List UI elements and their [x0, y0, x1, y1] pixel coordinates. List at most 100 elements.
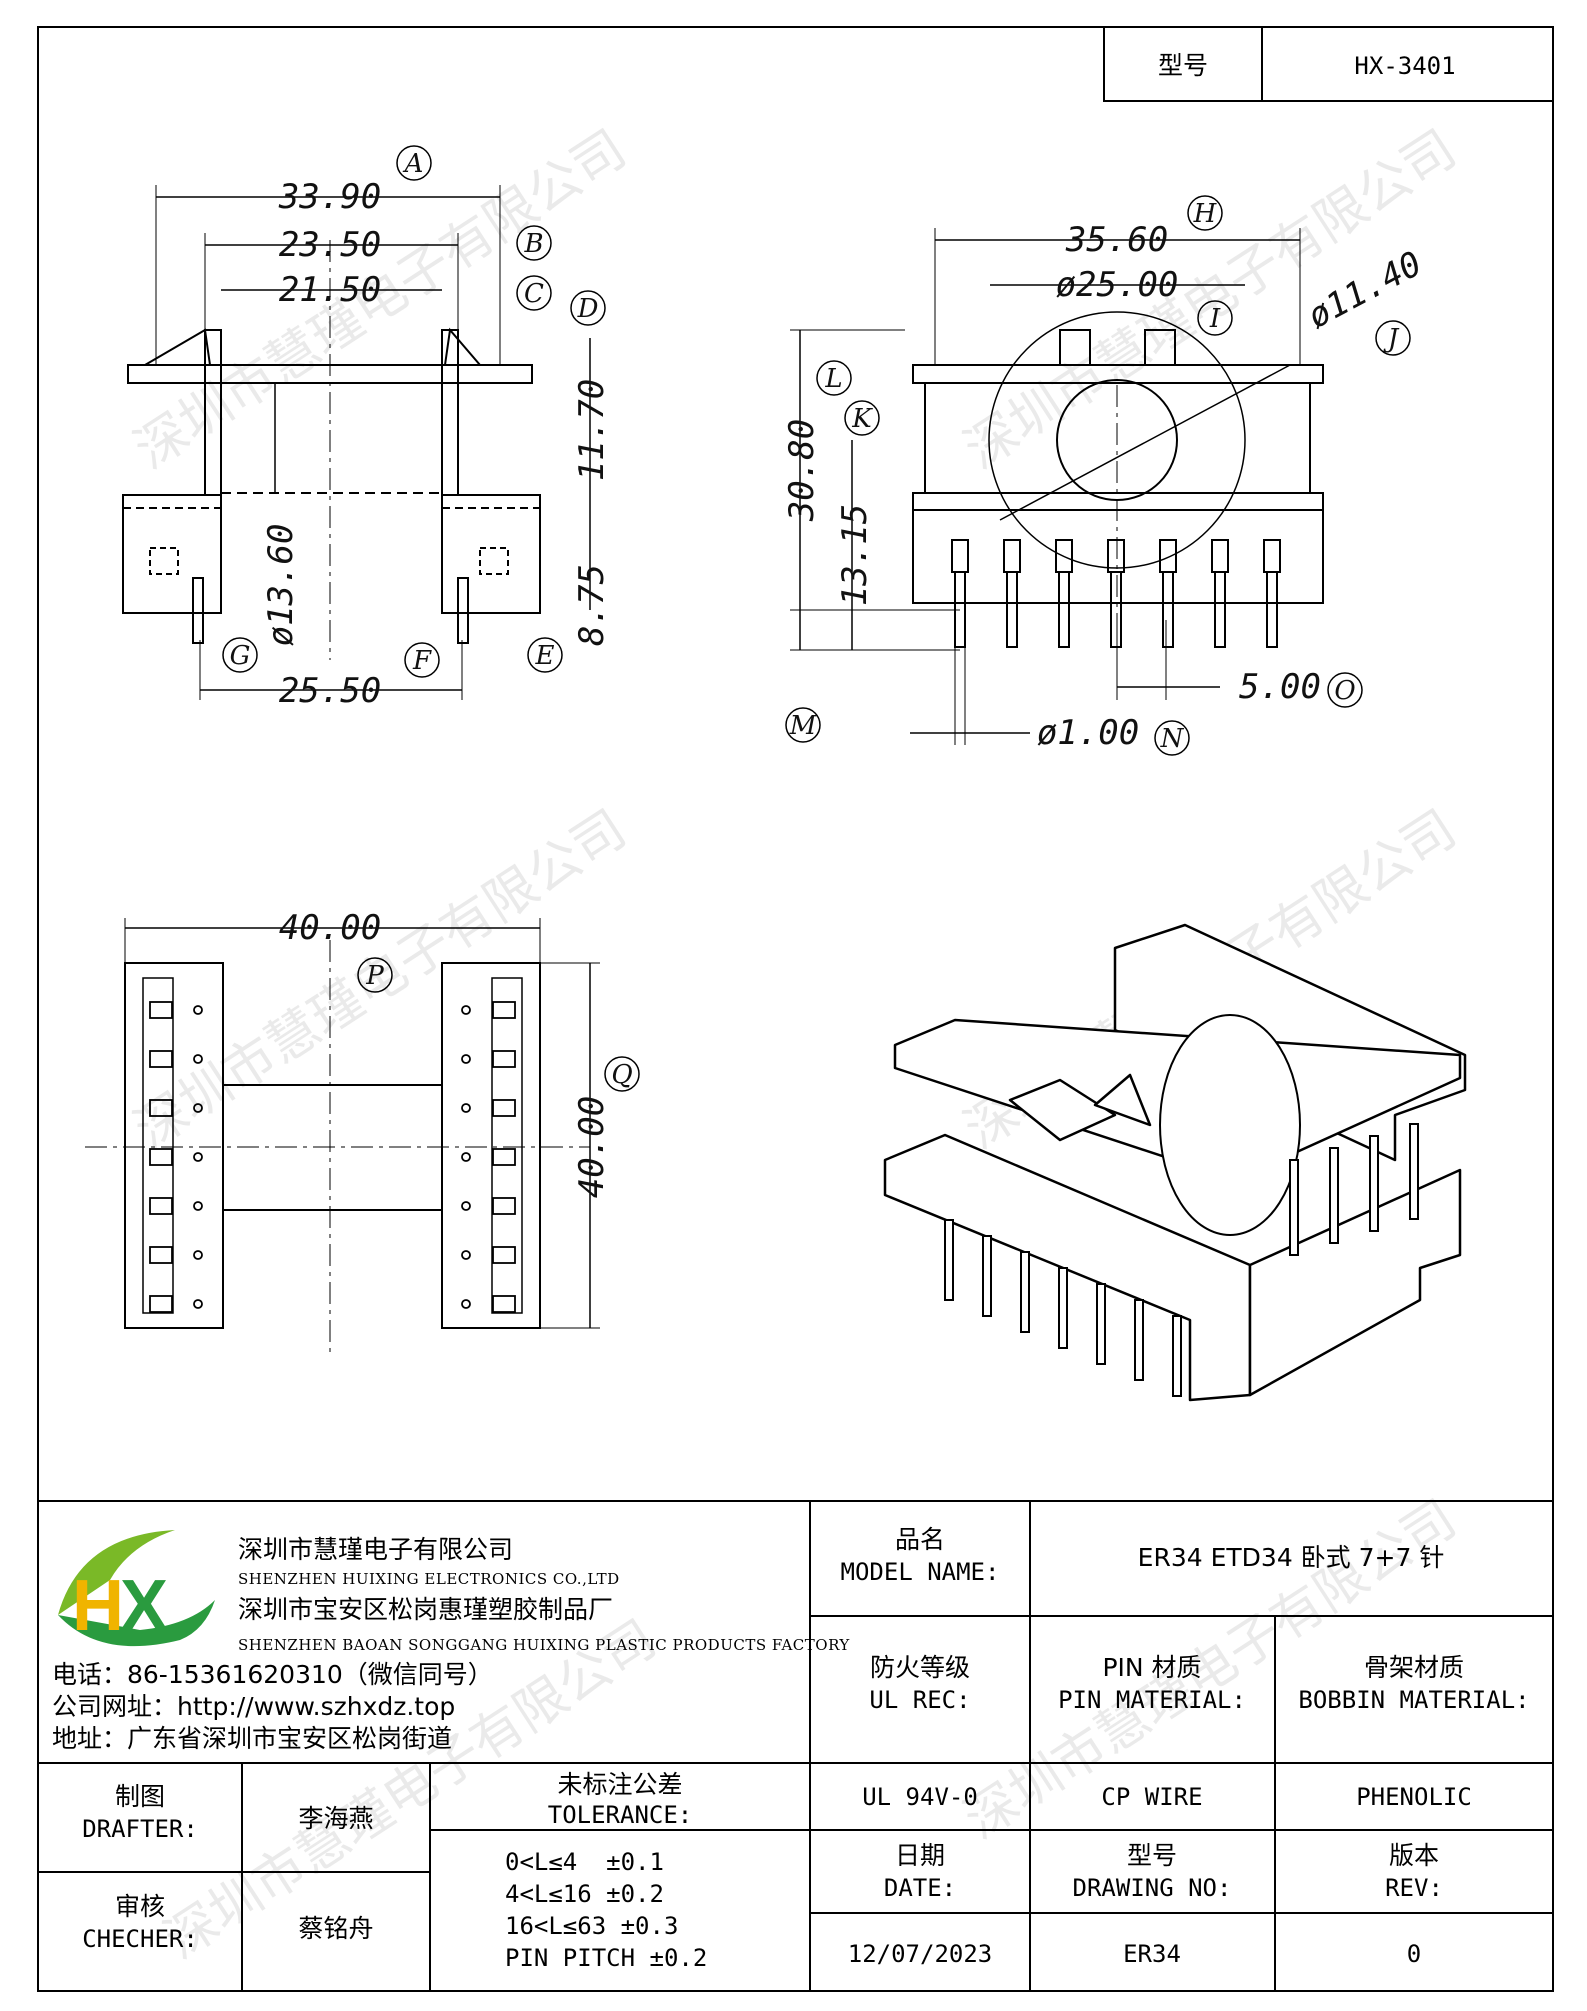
pin-material-en: PIN MATERIAL:	[1058, 1686, 1246, 1714]
tb-model-name: 品名 MODEL NAME: ER34 ETD34 卧式 7+7 针	[841, 1525, 1445, 1586]
drafter-value: 李海燕	[298, 1804, 373, 1833]
side-pin	[954, 571, 966, 648]
callout-letter-F: F	[412, 646, 432, 676]
dim-value-K: 13.15	[835, 504, 875, 606]
bottom-pin-hole	[193, 1152, 203, 1162]
bottom-pin-hole	[193, 1250, 203, 1260]
front-base-left	[122, 494, 222, 614]
bottom-pin-hole	[193, 1201, 203, 1211]
dim-value-A: 33.90	[278, 177, 381, 217]
bobbin-material-cn: 骨架材质	[1364, 1653, 1464, 1682]
callout-circle-I	[1197, 300, 1233, 336]
company-logo: H X	[58, 1530, 215, 1647]
side-view	[790, 228, 1324, 745]
callout-circle-O	[1327, 672, 1363, 708]
side-pin-socket	[1159, 539, 1177, 573]
front-slot-left	[149, 547, 179, 575]
dim-value-F: 25.50	[279, 671, 381, 711]
logo-letter-x: X	[120, 1566, 168, 1646]
iso-core-tube	[1159, 1014, 1301, 1236]
callout-letter-G: G	[230, 641, 251, 671]
model-name-cn: 品名	[895, 1525, 945, 1554]
side-pin	[1058, 571, 1070, 648]
callout-circle-P	[357, 957, 393, 993]
rev-cn: 版本	[1389, 1841, 1439, 1870]
date-cn: 日期	[895, 1841, 945, 1870]
side-pin-socket	[1211, 539, 1229, 573]
iso-pin-rear	[1329, 1147, 1339, 1244]
factory-name-en: SHENZHEN BAOAN SONGGANG HUIXING PLASTIC …	[238, 1636, 850, 1654]
iso-pin	[1020, 1251, 1030, 1333]
tolerance-cn: 未标注公差	[557, 1770, 682, 1799]
side-pin	[1006, 571, 1018, 648]
dim-value-Q: 40.00	[572, 1096, 612, 1198]
tolerance-en: TOLERANCE:	[548, 1801, 693, 1829]
bottom-pin-tab	[149, 1148, 173, 1166]
header-model-box: 型号 HX-3401	[1103, 26, 1554, 102]
company-phone: 电话：86-15361620310（微信同号）	[52, 1660, 493, 1689]
tb-material-values: UL 94V-0 CP WIRE PHENOLIC	[862, 1783, 1472, 1811]
bobbin-material-en: BOBBIN MATERIAL:	[1298, 1686, 1529, 1714]
dim-value-E: 8.75	[572, 564, 612, 646]
sheet-border	[37, 26, 1554, 1992]
bottom-pin-hole	[193, 1299, 203, 1309]
rev-value: 0	[1407, 1940, 1421, 1968]
bottom-pin-hole	[193, 1054, 203, 1064]
front-wall-right	[441, 329, 459, 496]
iso-latch-right	[1093, 1073, 1152, 1127]
bottom-view	[85, 918, 600, 1355]
callout-circle-B	[516, 225, 552, 261]
tolerance-line-1: 0<L≤4 ±0.1	[505, 1848, 664, 1876]
callout-letter-H: H	[1193, 199, 1218, 229]
bottom-pin-tab	[492, 1295, 516, 1313]
bottom-pin-tab	[149, 1001, 173, 1019]
side-pin	[1266, 571, 1278, 648]
logo-swoosh-bottom-icon	[58, 1600, 215, 1647]
tolerance-line-3: 16<L≤63 ±0.3	[505, 1912, 678, 1940]
tb-date-rev: 日期 DATE: 型号 DRAWING NO: 版本 REV: 12/07/20…	[848, 1841, 1443, 1968]
callout-letter-D: D	[577, 294, 599, 324]
company-name-cn: 深圳市慧瑾电子有限公司	[238, 1535, 513, 1564]
callout-letter-K: K	[851, 404, 873, 434]
side-pins	[951, 539, 1281, 648]
bottom-pin-hole	[461, 1299, 471, 1309]
callout-circle-J	[1375, 320, 1411, 356]
tb-material-headers: 防火等级 UL REC: PIN 材质 PIN MATERIAL: 骨架材质 B…	[869, 1653, 1529, 1714]
header-model-label: 型号	[1158, 51, 1208, 80]
checker-value: 蔡铭舟	[298, 1914, 373, 1943]
drawing-no-value: ER34	[1123, 1940, 1181, 1968]
callout-circle-D	[570, 290, 606, 326]
side-lower-body	[912, 492, 1324, 604]
callout-circle-H	[1187, 195, 1223, 231]
rev-en: REV:	[1385, 1874, 1443, 1902]
header-model-value: HX-3401	[1354, 52, 1455, 80]
callout-circle-G	[222, 637, 258, 673]
iso-pin	[982, 1235, 992, 1317]
side-pin	[1162, 571, 1174, 648]
tb-tolerance: 未标注公差 TOLERANCE: 0<L≤4 ±0.1 4<L≤16 ±0.2 …	[505, 1770, 707, 1972]
front-pin-left	[192, 577, 204, 644]
ul-rec-en: UL REC:	[869, 1686, 970, 1714]
ul-rec-value: UL 94V-0	[862, 1783, 978, 1811]
date-en: DATE:	[884, 1874, 956, 1902]
side-pin	[1214, 571, 1226, 648]
side-latch-left	[1059, 329, 1091, 366]
pin-material-cn: PIN 材质	[1102, 1653, 1201, 1682]
drafter-cn: 制图	[115, 1782, 165, 1811]
bottom-pin-hole	[193, 1005, 203, 1015]
callout-letter-I: I	[1209, 304, 1221, 334]
date-value: 12/07/2023	[848, 1940, 993, 1968]
callout-circle-L	[816, 360, 852, 396]
bottom-pin-tab	[492, 1246, 516, 1264]
pin-material-value: CP WIRE	[1101, 1783, 1202, 1811]
bottom-rail-left-inner	[142, 977, 174, 1314]
callout-letter-Q: Q	[611, 1060, 632, 1090]
side-view-labels: 35.60 ø25.00 ø11.40 30.80 13.15 5.00 ø1.…	[782, 195, 1428, 756]
watermark-2: 深圳市慧瑾电子有限公司	[954, 119, 1466, 481]
tolerance-line-2: 4<L≤16 ±0.2	[505, 1880, 664, 1908]
iso-pin-rear	[1369, 1135, 1379, 1232]
dim-value-H: 35.60	[1065, 220, 1168, 260]
callout-circle-Q	[604, 1056, 640, 1092]
checker-en: CHECHER:	[82, 1925, 198, 1953]
bottom-pin-tab	[492, 1148, 516, 1166]
